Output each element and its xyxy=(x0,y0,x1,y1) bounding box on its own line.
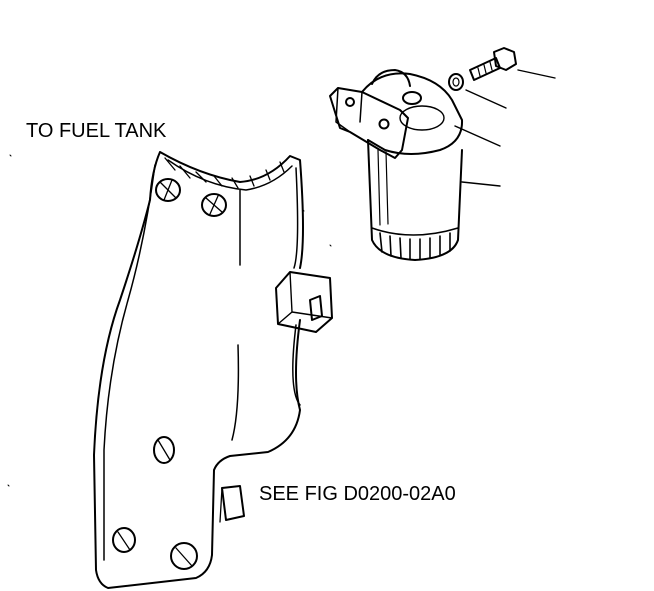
bottom-right-fitting xyxy=(170,542,198,570)
tube-left-edge xyxy=(103,164,156,561)
mounting-bracket-face xyxy=(335,87,363,133)
bottom-left-fitting xyxy=(112,527,136,553)
filter-head-inner xyxy=(399,105,445,131)
fuel-filter-assembly xyxy=(329,47,556,261)
mounting-bracket xyxy=(329,87,409,159)
tube-right-edge xyxy=(292,167,301,406)
tube-outline xyxy=(93,151,304,589)
bracket-hole-upper xyxy=(345,97,355,107)
filter-head-port xyxy=(402,91,422,105)
drawing-specks xyxy=(7,154,332,487)
see-figure-reference-label: SEE FIG D0200-02A0 xyxy=(259,483,456,505)
top-left-fitting xyxy=(155,178,181,202)
to-fuel-tank-label: TO FUEL TANK xyxy=(26,120,167,142)
filter-head xyxy=(361,72,464,155)
connector-block xyxy=(275,271,333,333)
middle-left-fitting xyxy=(153,436,175,464)
fuel-line-assembly xyxy=(93,151,333,589)
bolt xyxy=(469,47,517,81)
filter-head-cap xyxy=(371,69,411,87)
filter-bowl-shading xyxy=(377,149,389,226)
bracket-hole-lower xyxy=(378,118,390,130)
top-right-fitting xyxy=(201,193,227,217)
tube-inner-edge xyxy=(167,159,293,441)
filter-bowl xyxy=(367,139,463,261)
washer-hole xyxy=(452,77,460,87)
leader-lines xyxy=(454,69,556,187)
washer xyxy=(448,73,464,91)
filter-bowl-ridges xyxy=(371,227,459,260)
tube-top-rim xyxy=(164,157,285,189)
side-tab xyxy=(221,485,245,521)
